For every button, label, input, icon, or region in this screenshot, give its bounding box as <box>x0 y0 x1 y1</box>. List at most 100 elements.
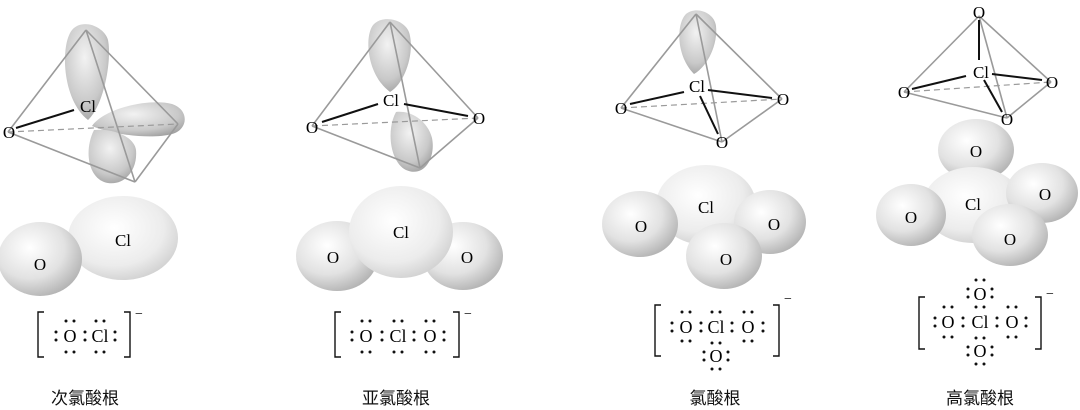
atom-label: O <box>1046 73 1058 92</box>
edge <box>85 29 179 125</box>
space-filling-model: O Cl <box>0 196 178 296</box>
atom-sphere <box>602 191 678 257</box>
lewis-atom: O <box>974 341 987 361</box>
ion-chlorite: Cl O O O Cl O O Cl O − <box>296 19 503 358</box>
ion-name-chlorite: 亚氯酸根 <box>362 389 430 409</box>
atom-label: O <box>768 215 780 234</box>
lewis-atom: Cl <box>971 312 988 332</box>
atom-sphere <box>686 223 762 289</box>
hidden-edge <box>903 81 1052 93</box>
bracket-right <box>773 304 780 357</box>
edge <box>978 15 1052 83</box>
charge-sign: − <box>784 292 792 307</box>
bond <box>911 75 967 90</box>
atom-label: Cl <box>80 97 96 116</box>
lone-pair-lobe <box>88 129 137 184</box>
bracket-right <box>1035 296 1042 350</box>
lewis-atom: O <box>710 346 723 366</box>
atom-label: O <box>635 217 647 236</box>
lewis-atom: O <box>974 284 987 304</box>
lewis-atom: O <box>424 326 437 346</box>
edge <box>695 13 723 143</box>
edge <box>903 15 980 93</box>
edge <box>419 117 479 169</box>
atom-label: O <box>306 118 318 137</box>
charge-sign: − <box>464 307 472 322</box>
atom-label: Cl <box>698 198 714 217</box>
charge-sign: − <box>1046 287 1054 302</box>
atom-sphere <box>0 222 82 296</box>
bond <box>991 73 1043 81</box>
lewis-atom: O <box>942 312 955 332</box>
atom-label: O <box>898 83 910 102</box>
charge-sign: − <box>135 307 143 322</box>
edge <box>1006 81 1052 119</box>
atom-label: O <box>461 248 473 267</box>
lewis-structure: O Cl O − <box>334 307 472 358</box>
bracket-left <box>334 311 341 358</box>
atom-label: Cl <box>973 63 989 82</box>
atom-sphere <box>876 184 946 246</box>
edge <box>721 98 783 143</box>
space-filling-model: O Cl O O O <box>876 119 1078 266</box>
bond <box>15 109 75 129</box>
lewis-atom: Cl <box>707 317 724 337</box>
electron-dots <box>350 319 446 354</box>
ion-name-chlorate: 氯酸根 <box>689 389 741 409</box>
edge <box>620 107 723 143</box>
lewis-atom: Cl <box>389 326 406 346</box>
electron-dots <box>933 278 1028 366</box>
edge <box>389 21 479 119</box>
edge <box>85 29 136 183</box>
bond <box>707 89 773 99</box>
hidden-edge <box>7 123 179 133</box>
edge <box>695 13 783 100</box>
atom-label: O <box>777 90 789 109</box>
ion-perchlorate: O Cl O O O O Cl O O O O O Cl O O − <box>876 3 1078 366</box>
electron-dots <box>54 319 117 354</box>
edge <box>978 15 1008 119</box>
lewis-atom: O <box>64 326 77 346</box>
bond <box>629 91 685 105</box>
tetrahedron-model: Cl O O O <box>615 10 789 152</box>
bracket-left <box>918 296 925 350</box>
lone-pair-lobe <box>679 10 717 74</box>
atom-label: Cl <box>965 195 981 214</box>
edge <box>620 13 697 109</box>
atom-label: O <box>3 123 15 142</box>
lewis-atom: Cl <box>91 326 108 346</box>
lone-pair-lobe <box>64 24 110 120</box>
space-filling-model: O Cl O <box>296 186 503 291</box>
edge <box>134 123 179 183</box>
tetrahedron-model: O Cl O O O <box>898 3 1058 129</box>
atom-label: O <box>1004 230 1016 249</box>
ion-chlorate: Cl O O O Cl O O O O Cl O O − <box>602 10 806 371</box>
lewis-atom: O <box>680 317 693 337</box>
atom-label: O <box>1039 185 1051 204</box>
atom-label: O <box>615 99 627 118</box>
bond <box>983 79 1003 113</box>
electron-dots <box>670 310 765 371</box>
hidden-edge <box>620 98 783 109</box>
atom-label: O <box>34 255 46 274</box>
atom-label: O <box>973 3 985 22</box>
atom-label: O <box>327 248 339 267</box>
atom-label: O <box>716 133 728 152</box>
edge <box>311 125 421 169</box>
edge <box>903 91 1008 119</box>
lone-pair-lobe <box>92 102 185 137</box>
atom-label: O <box>720 250 732 269</box>
atom-sphere <box>938 119 1014 181</box>
bracket-left <box>37 311 44 358</box>
tetrahedron-model: O Cl <box>3 24 185 184</box>
atom-sphere <box>349 186 453 278</box>
lewis-atom: O <box>360 326 373 346</box>
tetrahedron-model: Cl O O <box>306 19 485 172</box>
lone-pair-lobe <box>390 111 433 172</box>
atom-label: Cl <box>383 91 399 110</box>
atom-label: O <box>473 109 485 128</box>
lewis-atom: O <box>742 317 755 337</box>
hidden-edge <box>311 117 479 127</box>
edge <box>7 131 136 183</box>
